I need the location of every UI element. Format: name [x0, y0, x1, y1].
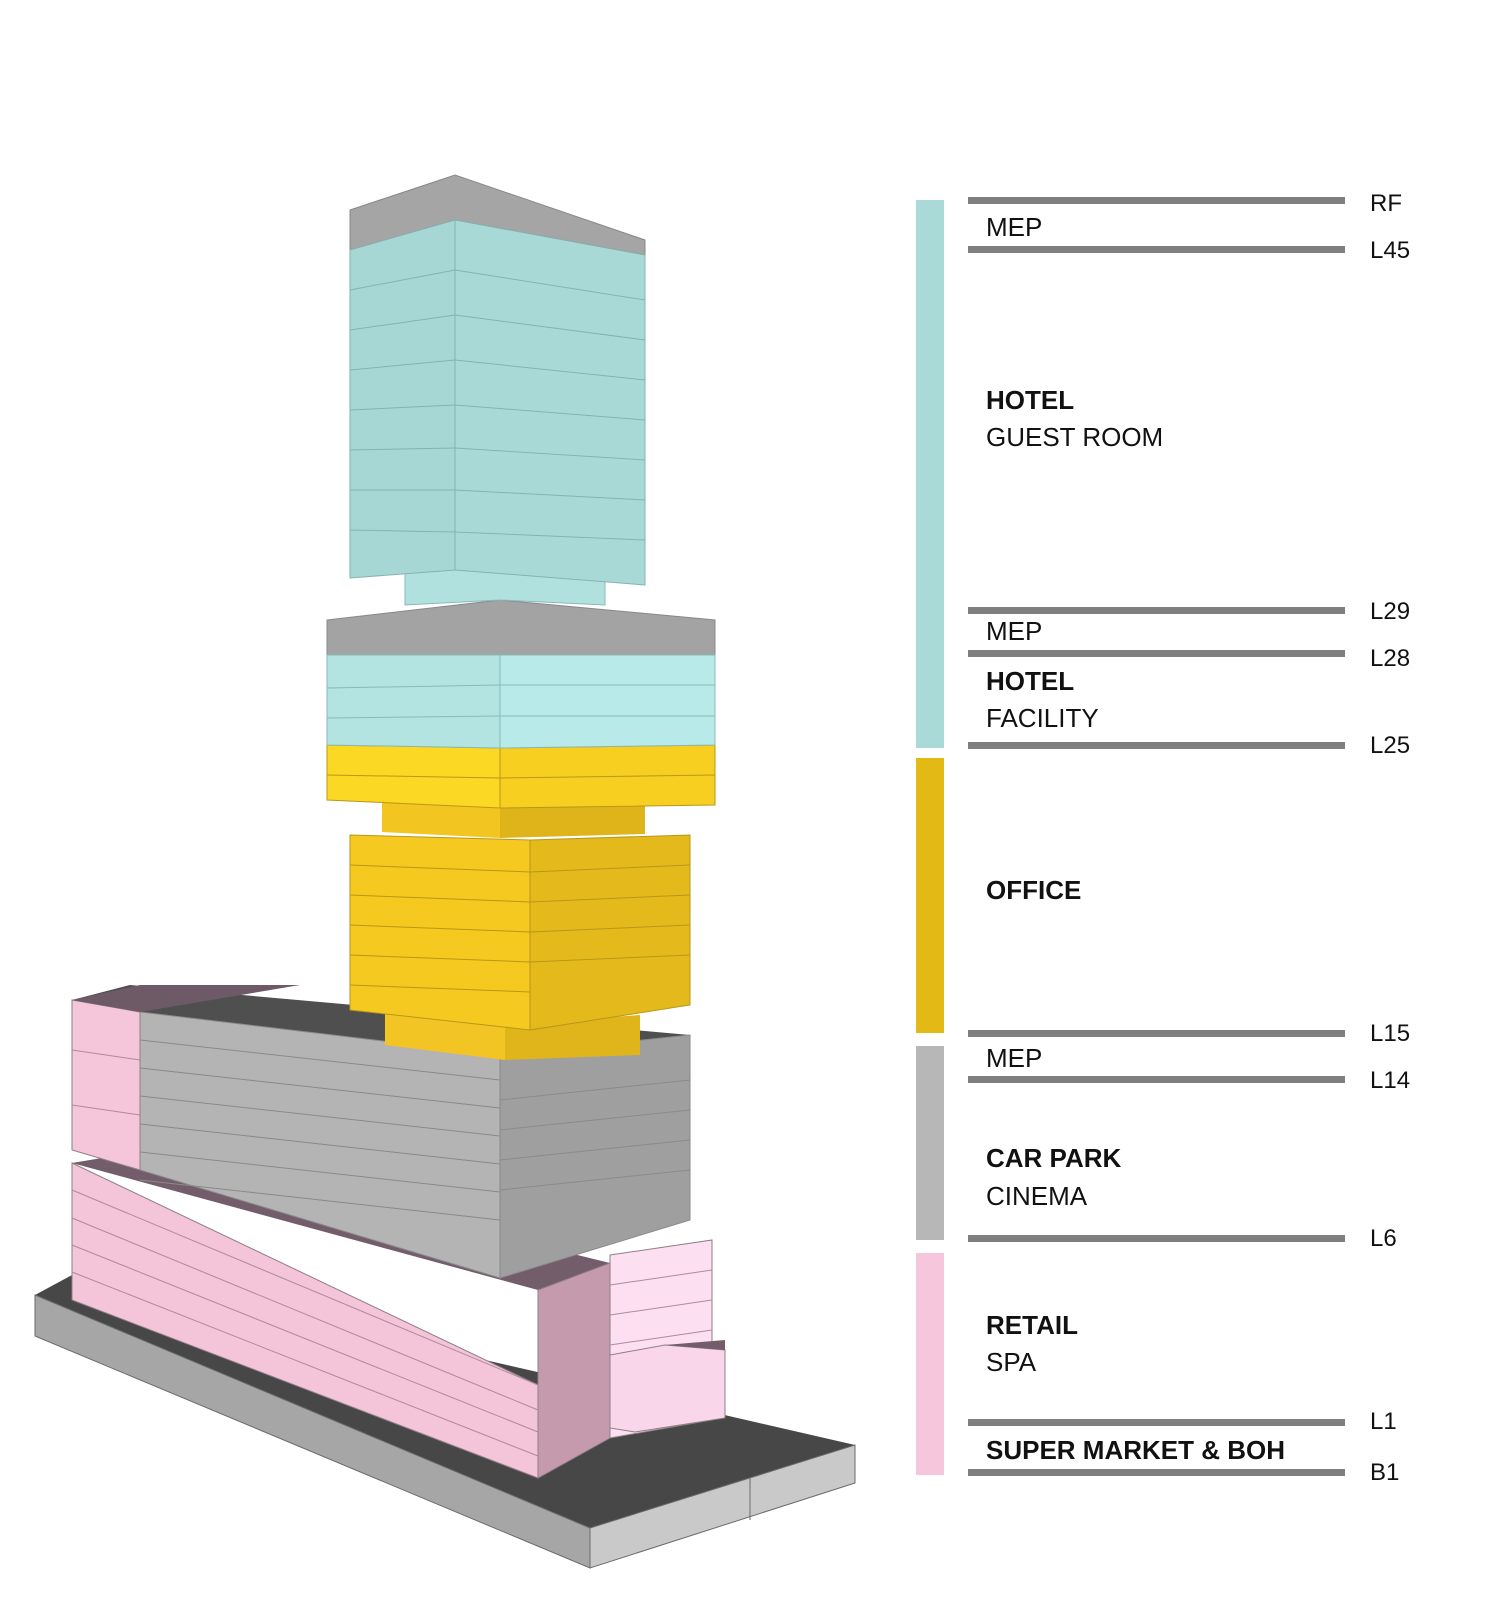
hotel-zone-bar — [916, 200, 944, 748]
car-park-subtitle: CINEMA — [986, 1181, 1088, 1211]
hotel-tower-block — [349, 174, 646, 586]
hotel-facility-subtitle: FACILITY — [986, 703, 1099, 733]
level-label-l15: L15 — [1370, 1020, 1411, 1047]
level-line-l29 — [968, 607, 1345, 614]
retail-subtitle: SPA — [986, 1347, 1037, 1377]
office-label: OFFICE — [986, 875, 1082, 905]
mep-mid-label: MEP — [986, 616, 1043, 646]
hotel-guest-subtitle: GUEST ROOM — [986, 422, 1164, 452]
supermarket-label: SUPER MARKET & BOH — [986, 1435, 1286, 1465]
office-block — [326, 744, 716, 1060]
car-park-title: CAR PARK — [986, 1143, 1122, 1173]
office-zone-bar — [916, 758, 944, 1033]
car-park-block — [71, 985, 691, 1279]
level-label-l25: L25 — [1370, 732, 1411, 759]
level-label-b1: B1 — [1370, 1459, 1400, 1486]
level-label-l29: L29 — [1370, 598, 1411, 625]
level-label-l45: L45 — [1370, 237, 1411, 264]
retail-title: RETAIL — [986, 1310, 1078, 1340]
level-line-l28 — [968, 650, 1345, 657]
level-line-l6 — [968, 1235, 1345, 1242]
level-label-l14: L14 — [1370, 1067, 1411, 1094]
level-line-l14 — [968, 1076, 1345, 1083]
hotel-facility-block — [326, 567, 716, 749]
level-label-l6: L6 — [1370, 1225, 1397, 1252]
hotel-facility-title: HOTEL — [986, 666, 1075, 696]
level-line-l1 — [968, 1419, 1345, 1426]
level-line-b1 — [968, 1469, 1345, 1476]
car-park-zone-bar — [916, 1046, 944, 1240]
level-label-rf: RF — [1370, 190, 1402, 217]
level-label-l28: L28 — [1370, 645, 1411, 672]
level-label-l1: L1 — [1370, 1408, 1397, 1435]
level-line-l25 — [968, 742, 1345, 749]
hotel-guest-title: HOTEL — [986, 385, 1075, 415]
mep-low-label: MEP — [986, 1043, 1043, 1073]
level-line-l45 — [968, 246, 1345, 253]
level-line-l15 — [968, 1030, 1345, 1037]
mep-top-label: MEP — [986, 212, 1043, 242]
building-massing-model — [34, 174, 856, 1569]
retail-zone-bar — [916, 1253, 944, 1475]
level-line-rf — [968, 197, 1345, 204]
